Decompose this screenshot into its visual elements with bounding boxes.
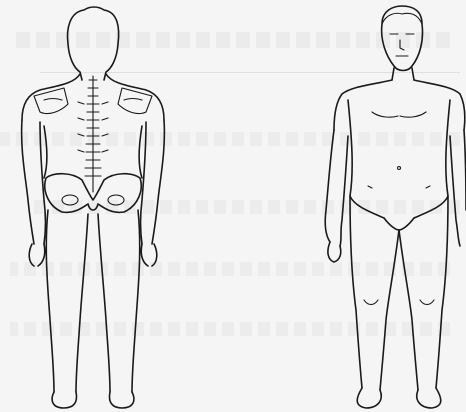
front-right-arm (450, 130, 466, 246)
front-right-leg (399, 196, 448, 390)
front-groin (384, 218, 414, 230)
front-shoulders (334, 80, 465, 130)
front-left-leg (350, 196, 399, 390)
chest-line (372, 112, 426, 117)
front-left-hand (328, 242, 341, 262)
navel (398, 167, 401, 170)
front-hair (382, 13, 422, 24)
front-knees (364, 300, 434, 305)
front-face (390, 34, 414, 56)
front-torso (348, 100, 450, 218)
front-feet (357, 388, 441, 408)
front-left-arm (325, 130, 348, 246)
front-hip-marks (368, 186, 430, 188)
